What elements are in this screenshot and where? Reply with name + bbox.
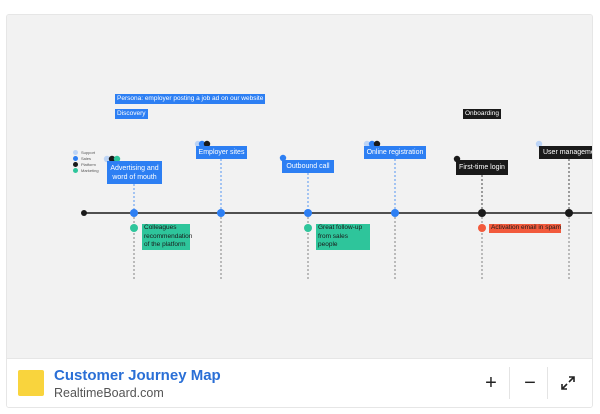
board-embed-frame: Persona: employer posting a job ad on ou… [6, 14, 593, 408]
legend-item-marketing: Marketing [73, 168, 99, 173]
stage-dot [565, 209, 573, 217]
phase-label-discovery[interactable]: Discovery [115, 109, 148, 119]
touchpoint-card-online-registration[interactable]: Online registration [364, 146, 426, 159]
touchpoint-card-outbound-call[interactable]: Outbound call [282, 160, 334, 173]
stage-dot [391, 209, 399, 217]
note-colleagues-recommendation[interactable]: Colleagues recommendation of the platfor… [142, 224, 193, 250]
board-subtitle-link[interactable]: RealtimeBoard.com [54, 386, 164, 400]
platform-color-dot [73, 162, 78, 167]
legend-item-sales: Sales [73, 156, 91, 161]
minus-icon: − [524, 371, 536, 394]
legend-item-support: Support [73, 150, 95, 155]
legend-label: Platform [81, 162, 96, 167]
sales-color-dot [73, 156, 78, 161]
legend-label: Sales [81, 156, 92, 161]
note-activation-email[interactable]: Activation email in spam [489, 224, 562, 233]
stage-dot [217, 209, 225, 217]
phase-label-onboarding[interactable]: Onboarding [463, 109, 501, 119]
stage-dot [304, 209, 312, 217]
plus-icon: + [485, 371, 497, 394]
zoom-in-button[interactable]: + [476, 367, 506, 399]
marketing-color-dot [73, 168, 78, 173]
stage-dot [130, 209, 138, 217]
board-title[interactable]: Customer Journey Map [54, 367, 221, 384]
divider [547, 367, 548, 399]
timeline-start-dot [81, 210, 87, 216]
note-dot [478, 224, 486, 232]
divider [509, 367, 510, 399]
board-footer: Customer Journey Map RealtimeBoard.com +… [7, 358, 592, 407]
stage-lines [133, 213, 570, 279]
touchpoint-card-employer-sites[interactable]: Employer sites [196, 146, 247, 159]
timeline-svg [81, 140, 592, 279]
expand-icon [561, 376, 575, 390]
note-dot [304, 224, 312, 232]
note-dot [130, 224, 138, 232]
legend-label: Marketing [81, 168, 99, 173]
touchpoint-card-user-management[interactable]: User management [539, 146, 592, 159]
touchpoint-card-advertising[interactable]: Advertising and word of mouth [107, 161, 162, 184]
note-great-follow-up[interactable]: Great follow-up from sales people [316, 224, 370, 250]
support-color-dot [73, 150, 78, 155]
sticky-note-icon [18, 370, 44, 396]
touchpoint-connectors [133, 159, 396, 213]
team-dots [103, 140, 543, 163]
stage-dot [478, 209, 486, 217]
persona-label[interactable]: Persona: employer posting a job ad on ou… [115, 94, 266, 104]
touchpoint-connectors-dark [481, 159, 570, 213]
zoom-out-button[interactable]: − [515, 367, 545, 399]
touchpoint-card-first-time-login[interactable]: First-time login [456, 160, 508, 175]
legend-item-platform: Platform [73, 162, 96, 167]
fullscreen-button[interactable] [553, 367, 583, 399]
board-canvas[interactable]: Persona: employer posting a job ad on ou… [7, 15, 592, 358]
legend-label: Support [81, 150, 96, 155]
